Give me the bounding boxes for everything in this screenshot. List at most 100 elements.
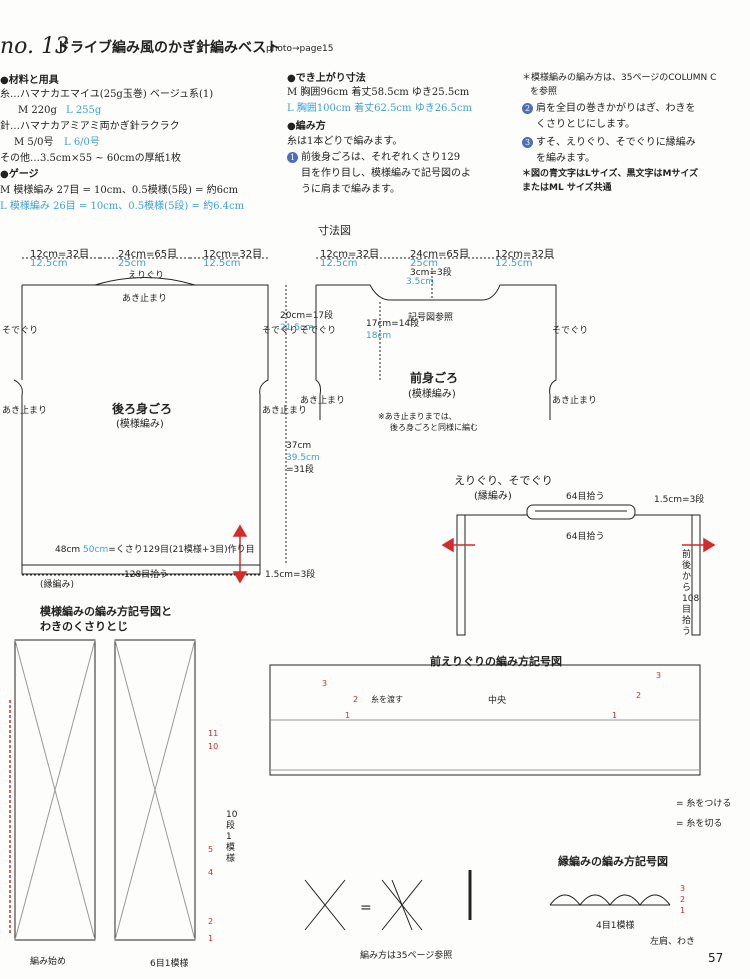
front-w-mid-l: 25cm [410, 258, 438, 269]
pattern-chart-left [14, 639, 96, 941]
step1-badge: 1 [287, 152, 298, 163]
row-label-10: 10 [208, 742, 219, 751]
page-number: 57 [708, 951, 724, 965]
pattern-chart-title-a: 模様編みの編み方記号図と [40, 605, 172, 618]
row-label-2: 2 [208, 917, 214, 926]
equiv-sign: = [360, 900, 372, 916]
back-h-lower-l: 39.5cm [286, 453, 320, 463]
front-body-outline [316, 284, 557, 420]
back-h-upper: 20cm=17段 [280, 311, 334, 321]
step3-text-a: すそ、えりぐり、そでぐりに縁編み [536, 137, 696, 148]
front-neck-chart-title: 前えりぐりの編み方記号図 [430, 655, 562, 668]
pattern-ref-b: を参照 [530, 87, 558, 97]
method-intro: 糸は1本どりで編みます。 [287, 136, 403, 147]
back-w-right-l: 12.5cm [203, 258, 241, 269]
yarn-text: 糸…ハマナカエマイユ(25g玉巻) ベージュ系(1) [0, 89, 214, 100]
neck-row-left-1: 1 [345, 711, 351, 720]
front-w-mid: 24cm=65目 [410, 249, 470, 260]
front-note-a: ※あき止まりまでは、 [378, 412, 457, 421]
legend-cut: = 糸を切る [676, 819, 723, 829]
collar-pick-top: 64目拾う [566, 492, 605, 502]
hook-text: 針…ハマナカアミアミ両かぎ針ラクラク [0, 121, 180, 132]
pattern-start: 編み始め [30, 957, 67, 967]
back-body-pattern: (模様編み) [116, 419, 164, 430]
back-h-upper-l: 21.5cm [280, 323, 314, 333]
method-step2-line2: くさりとじにします。 [536, 119, 635, 130]
back-neck-curve [94, 277, 196, 286]
other-materials: その他…3.5cm×55 ~ 60cmの厚紙1枚 [0, 153, 181, 164]
back-w-right: 12cm=32目 [203, 249, 263, 260]
edge-chart-title: 縁編みの編み方記号図 [558, 855, 668, 868]
back-edge-height: 1.5cm=3段 [265, 570, 316, 580]
edging-chart [549, 894, 671, 906]
front-neck-depth: 3cm=3段 [410, 268, 452, 278]
right-armhole-band [691, 514, 701, 636]
edge-side: 左肩、わき [650, 937, 696, 947]
pattern-ref-a: ＊模様編みの編み方は、35ページのCOLUMN C [522, 73, 717, 83]
front-chart-ref: 記号図参照 [408, 313, 454, 323]
collar-pick-bottom: 64目拾う [566, 532, 605, 542]
diagram-title: 寸法図 [318, 224, 351, 237]
back-neck-label: えりぐり [128, 271, 165, 281]
back-sleeve-right: そでぐり [262, 326, 299, 336]
yarn-l: L 255g [66, 105, 102, 116]
back-bottom-l: 50cm [83, 545, 109, 555]
row-label-1: 1 [208, 934, 214, 943]
edge-row-3: 3 [680, 884, 686, 893]
front-open-left: あき止まり [300, 396, 346, 406]
finished-heading: ●でき上がり寸法 [287, 73, 366, 84]
neck-row-left-3: 3 [322, 679, 328, 688]
step1-text-a: 前後身ごろは、それぞれくさり129 [301, 152, 461, 163]
method-step1-line2: 目を作り目し、模様編みで記号図のよ [301, 168, 471, 179]
method-heading: ●編み方 [287, 121, 326, 132]
back-h-lower-rows: =31段 [286, 465, 314, 475]
front-open-right: あき止まり [552, 396, 598, 406]
neck-row-right-1: 1 [612, 711, 618, 720]
collar-pattern: (縁編み) [474, 491, 512, 502]
neck-row-right-3: 3 [656, 671, 662, 680]
front-w-right-l: 12.5cm [495, 258, 533, 269]
gauge-heading: ●ゲージ [0, 169, 39, 180]
pattern-chart-right [114, 639, 196, 941]
materials-heading: ●材料と用具 [0, 75, 59, 86]
photo-reference: photo→page15 [266, 44, 334, 54]
back-w-left-l: 12.5cm [30, 258, 68, 269]
edge-row-1: 1 [680, 906, 686, 915]
back-pick-label: 128目拾う [124, 570, 169, 580]
collar-title: えりぐり、そでぐり [454, 474, 553, 487]
back-sleeve-left: そでぐり [2, 326, 39, 336]
neck-row-left-2: 2 [353, 695, 359, 704]
pattern-repeat: 6目1模様 [150, 959, 189, 969]
hook-l: L 6/0号 [64, 137, 100, 148]
yarn-m: M 220g [18, 105, 57, 116]
back-body-name: 後ろ身ごろ [112, 402, 173, 416]
front-w-left: 12cm=32目 [320, 249, 380, 260]
row-label-5: 5 [208, 845, 214, 854]
back-body-outline [13, 284, 269, 566]
pattern-chart-title-b: わきのくさりとじ [40, 620, 128, 633]
method-step3-line2: を編みます。 [536, 153, 595, 164]
color-note-b: またはML サイズ共通 [522, 183, 612, 193]
front-body-pattern: (模様編み) [408, 389, 456, 400]
back-edge-label: (縁編み) [40, 580, 75, 590]
back-bottom-m: 48cm [55, 545, 81, 555]
front-sleeve-right: そでぐり [552, 326, 589, 336]
front-sleeve-left: そでぐり [300, 326, 337, 336]
step2-text-a: 肩を全目の巻きかがりはぎ、わきを [536, 103, 696, 114]
back-w-mid: 24cm=65目 [118, 249, 178, 260]
color-note-a: ＊図の青文字はLサイズ、黒文字はMサイズ [522, 169, 699, 179]
neck-row-right-2: 2 [636, 691, 642, 700]
row-label-11: 11 [208, 729, 219, 738]
neck-band [526, 504, 636, 520]
step3-badge: 3 [522, 137, 533, 148]
back-w-left: 12cm=32目 [30, 249, 90, 260]
finished-l: L 胸囲100cm 着丈62.5cm ゆき26.5cm [287, 103, 473, 114]
back-open-left: あき止まり [2, 406, 48, 416]
front-note-b: 後ろ身ごろと同様に編む [390, 423, 478, 432]
gauge-m: M 模様編み 27目 = 10cm、0.5模様(5段) = 約6cm [0, 185, 239, 196]
left-armhole-band [456, 514, 466, 636]
front-neck-center: 中央 [488, 696, 507, 706]
